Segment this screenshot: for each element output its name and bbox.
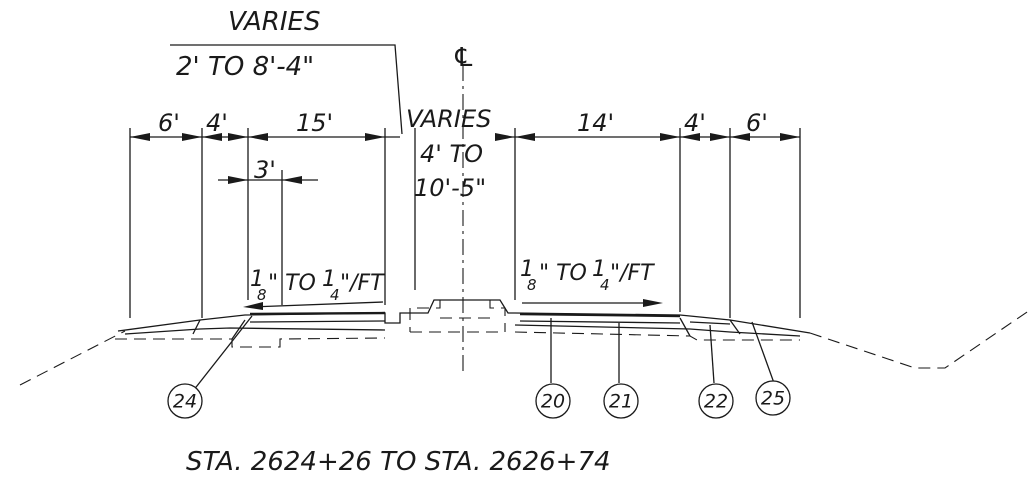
svg-text:1: 1 (520, 257, 534, 282)
dim-14ft: 14' (577, 109, 614, 137)
svg-text:1: 1 (250, 267, 264, 292)
subbase-lines (249, 320, 731, 325)
callout-22: 22 (698, 383, 734, 419)
svg-text:" TO: " TO (268, 271, 316, 296)
ground-line-left (19, 330, 126, 386)
varies-top-leader (170, 44, 403, 135)
varies-top-label: VARIES (228, 7, 320, 37)
centerline-symbol: ℄ (452, 43, 475, 73)
pavement-underside (124, 327, 386, 335)
slope-arrow-left-line (249, 301, 384, 308)
dim-3ft-arrow-right (282, 176, 302, 184)
svg-text:"/FT: "/FT (340, 271, 385, 296)
callout-25: 25 (755, 380, 791, 416)
median-range-line-2: 10'-5" (414, 174, 486, 202)
leader-25 (751, 321, 775, 384)
callout-21: 21 (603, 383, 639, 419)
callout-24: 24 (167, 383, 203, 419)
svg-text:8: 8 (527, 276, 537, 294)
callout-20: 20 (535, 383, 571, 419)
svg-text:8: 8 (257, 286, 267, 304)
pavement-underside-right (514, 324, 801, 337)
station-range-label: STA. 2624+26 TO STA. 2626+74 (186, 447, 611, 477)
svg-text:4: 4 (330, 286, 340, 304)
slope-label-left: 1 8 " TO 1 4 "/FT (250, 267, 385, 304)
svg-text:" TO: " TO (539, 261, 587, 286)
svg-text:1: 1 (592, 257, 606, 282)
lane-thick-right (519, 312, 681, 318)
dim-3ft-arrow-left (228, 176, 248, 184)
dim-15ft: 15' (296, 109, 333, 137)
leader-24 (192, 315, 253, 392)
svg-text:"/FT: "/FT (610, 261, 655, 286)
curb-outlines (192, 319, 741, 335)
svg-text:1: 1 (322, 267, 336, 292)
base-outline-right (514, 331, 800, 341)
dim-3ft: 3' (254, 156, 276, 184)
median-range-line-1: 4' TO (420, 140, 483, 168)
varies-top-range: 2' TO 8'-4" (176, 52, 314, 82)
base-slope-left (231, 317, 691, 340)
slope-label-right: 1 8 " TO 1 4 "/FT (520, 257, 655, 294)
dim-6ft-left: 6' (158, 109, 180, 137)
slope-arrow-left-head (243, 302, 263, 310)
dim-4ft-left: 4' (206, 109, 228, 137)
lane-thick-left (249, 311, 386, 316)
leader-22 (709, 324, 715, 384)
dim-6ft-right: 6' (746, 109, 768, 137)
extension-lines (129, 128, 801, 318)
svg-text:20: 20 (541, 391, 565, 413)
dimension-arrows (130, 133, 800, 141)
svg-text:25: 25 (761, 388, 785, 410)
svg-text:21: 21 (609, 391, 633, 413)
slope-arrow-right-head (643, 299, 663, 307)
median-barrier-dashed (409, 300, 506, 333)
varies-median-label: VARIES (406, 105, 491, 133)
svg-text:24: 24 (173, 391, 197, 413)
ground-line-right (809, 309, 1031, 369)
svg-text:4: 4 (600, 276, 610, 294)
svg-text:22: 22 (704, 391, 728, 413)
base-outline-left (115, 337, 386, 348)
dim-4ft-right: 4' (684, 109, 706, 137)
